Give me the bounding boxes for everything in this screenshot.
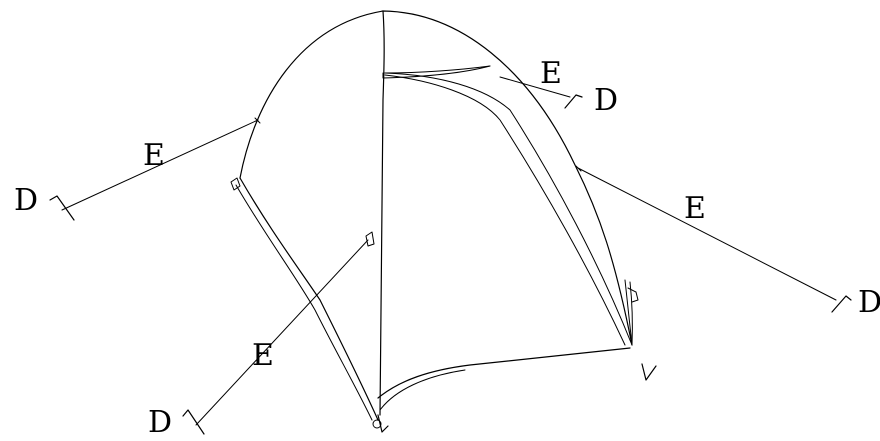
tie-point-right [575, 165, 582, 172]
guyline-right [577, 167, 837, 301]
guyline-left-lower [195, 239, 369, 426]
label-d-left: D [14, 183, 38, 218]
guylines [61, 76, 837, 426]
door-top-band [382, 65, 491, 79]
label-e-left-upper: E [143, 138, 165, 173]
right-wall-edge [624, 279, 633, 346]
left-wall-edge-2 [235, 184, 373, 421]
door-top-edge [384, 65, 491, 74]
clip-left-lower [365, 231, 375, 247]
tent-inner-arch-2 [384, 72, 633, 346]
label-e-top-right: E [540, 56, 562, 91]
left-wall-edge [239, 177, 379, 421]
tie-point-left [254, 117, 261, 124]
clip-left-upper [230, 177, 241, 191]
stake-front [377, 414, 389, 433]
guyline-top-right [499, 76, 571, 98]
front-pole-edge [379, 10, 385, 416]
label-d-bottom-left: D [148, 405, 172, 440]
stake-left [49, 195, 75, 221]
floor-edge-inner [379, 369, 466, 411]
stake-bottom-left [182, 409, 205, 435]
stake-right-clip [627, 287, 639, 303]
stake-right [831, 295, 852, 313]
label-e-left-lower: E [252, 338, 274, 373]
tent-outer-arch [239, 10, 633, 346]
stakes [49, 94, 852, 435]
guyline-left-upper [61, 119, 259, 211]
label-d-right: D [858, 285, 880, 320]
tent-inner-arch [384, 74, 626, 346]
stake-top-right [564, 94, 583, 109]
label-e-right: E [684, 191, 706, 226]
right-rear-pole [629, 281, 633, 346]
label-d-top-right: D [594, 83, 618, 118]
labels: D E E D E D E D [14, 56, 880, 440]
stake-right-front [641, 363, 657, 381]
floor-edge [377, 347, 631, 399]
stake-front-ring [372, 419, 382, 429]
tent-body [235, 10, 633, 421]
